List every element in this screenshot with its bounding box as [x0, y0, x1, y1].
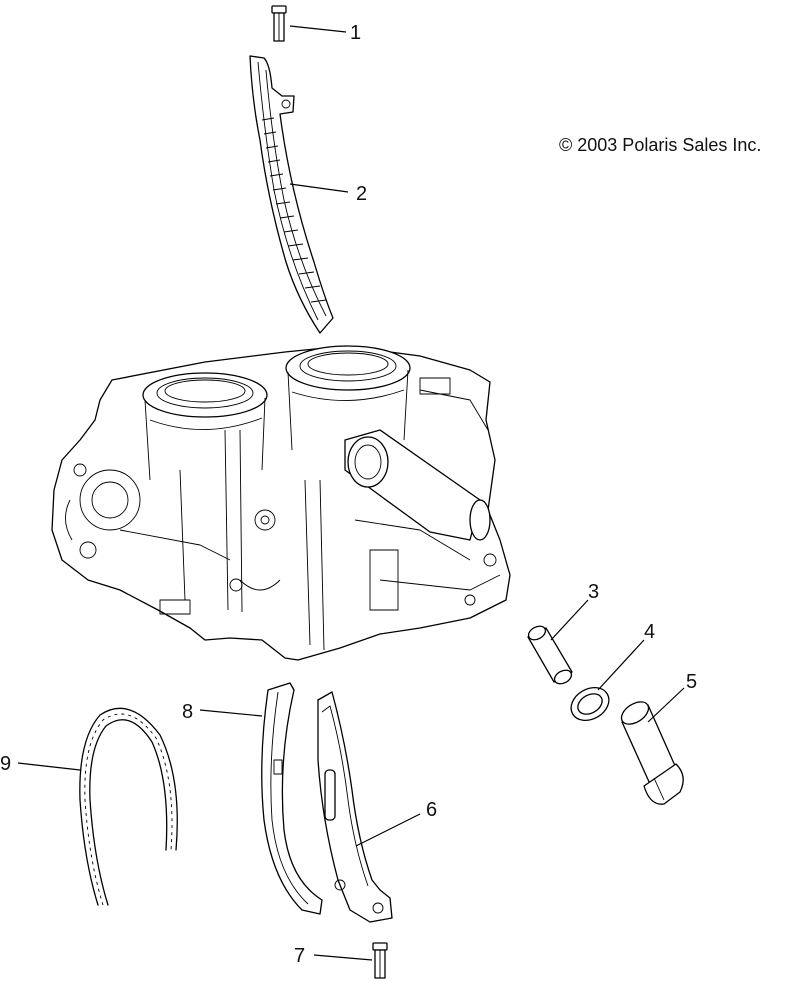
part-1-bolt — [271, 5, 287, 42]
callout-7: 7 — [294, 945, 305, 967]
part-7-bolt — [372, 942, 388, 979]
callout-1: 1 — [350, 22, 361, 44]
callout-8: 8 — [182, 701, 193, 723]
part-4-washer — [570, 686, 610, 722]
callout-5: 5 — [686, 671, 697, 693]
copyright-text: © 2003 Polaris Sales Inc. — [559, 135, 761, 155]
callout-6: 6 — [426, 799, 437, 821]
callout-9: 9 — [0, 753, 11, 775]
part-8-fixed-chain-guide — [261, 682, 323, 915]
crankcase-block — [51, 345, 511, 661]
leader-lines — [17, 25, 685, 961]
part-6-tensioner-blade — [317, 691, 393, 923]
callout-3: 3 — [588, 581, 599, 603]
callout-2: 2 — [356, 183, 367, 205]
part-9-timing-chain — [79, 707, 178, 906]
callout-4: 4 — [644, 621, 655, 643]
part-5-plug — [620, 701, 684, 805]
part-3-sleeve — [527, 625, 573, 685]
part-2-upper-chain-guide — [249, 55, 334, 334]
